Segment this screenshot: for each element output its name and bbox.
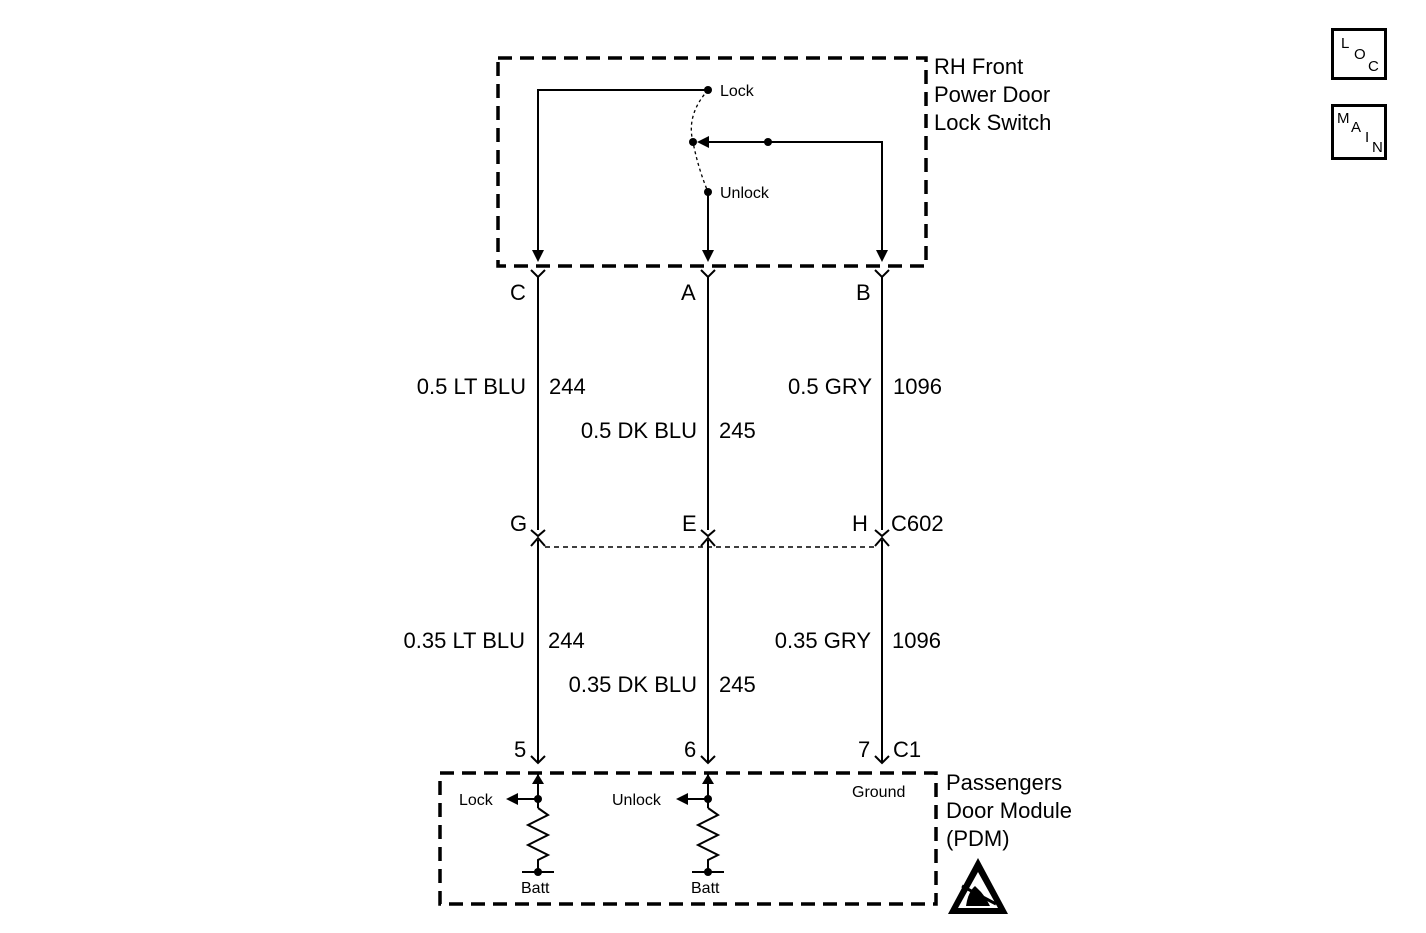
chevron-h-upper: [874, 529, 890, 538]
pdm-batt1-label: Batt: [521, 880, 550, 897]
arrow-left-blade: [697, 136, 709, 148]
wire-1096-upper-circuit: 1096: [893, 374, 942, 399]
pin-h-label: H: [852, 511, 868, 536]
arrow-down-a: [702, 250, 714, 262]
loc-letter-l: L: [1341, 35, 1350, 52]
chevron-c-top: [530, 269, 546, 279]
wire-245-lower-color: 0.35 DK BLU: [569, 672, 697, 697]
blade-pivot-dot: [689, 138, 697, 146]
switch-title-line1: RH Front: [934, 54, 1023, 79]
pdm-lock-resistor: [525, 807, 551, 872]
main-letter-n: N: [1372, 139, 1383, 156]
arrow-left-unlock: [676, 793, 688, 805]
wire-244-lower-circuit: 244: [548, 628, 585, 653]
arrow-up-5: [532, 774, 544, 784]
main-button-icon[interactable]: M A I N: [1331, 104, 1387, 160]
pin-6-label: 6: [684, 737, 696, 762]
pdm-batt2-node: [704, 868, 712, 876]
pin-b-label: B: [856, 280, 871, 305]
switch-component-box: [496, 56, 928, 268]
wire-244-upper-color: 0.5 LT BLU: [417, 374, 526, 399]
switch-common-path: [700, 141, 883, 260]
pdm-title-line3: (PDM): [946, 826, 1010, 851]
main-letter-i: I: [1365, 129, 1370, 146]
pdm-title-line2: Door Module: [946, 798, 1072, 823]
chevron-g-upper: [530, 529, 546, 538]
chevron-g-lower: [530, 536, 546, 547]
chevron-h-lower: [874, 536, 890, 547]
pdm-unlock-label: Unlock: [612, 792, 662, 809]
wire-1096-lower-circuit: 1096: [892, 628, 941, 653]
chevron-e-lower: [700, 536, 716, 547]
pdm-ground-label: Ground: [852, 784, 905, 801]
wire-244-lower-color: 0.35 LT BLU: [404, 628, 525, 653]
pdm-title-line1: Passengers: [946, 770, 1062, 795]
pin-e-label: E: [682, 511, 697, 536]
common-junction-dot: [764, 138, 772, 146]
pin-7-label: 7: [858, 737, 870, 762]
switch-title-line3: Lock Switch: [934, 110, 1051, 135]
switch-lock-path: [537, 89, 708, 260]
wire-245-upper-color: 0.5 DK BLU: [581, 418, 697, 443]
pdm-batt1-node: [534, 868, 542, 876]
c602-label: C602: [891, 511, 944, 536]
arrow-down-b: [876, 250, 888, 262]
pdm-unlock-resistor: [695, 807, 721, 872]
wire-245-upper-circuit: 245: [719, 418, 756, 443]
pdm-component-box: [438, 771, 938, 906]
arrow-down-c: [532, 250, 544, 262]
loc-button-icon[interactable]: L O C: [1331, 28, 1387, 80]
pin-c-label: C: [510, 280, 526, 305]
switch-title-line2: Power Door: [934, 82, 1050, 107]
loc-letter-c: C: [1368, 58, 1379, 75]
pin-a-label: A: [681, 280, 696, 305]
chevron-6: [700, 755, 716, 765]
chevron-b-top: [874, 269, 890, 279]
switch-unlock-label: Unlock: [720, 185, 770, 202]
main-letter-a: A: [1351, 119, 1362, 136]
pdm-lock-label: Lock: [459, 792, 494, 809]
pin-5-label: 5: [514, 737, 526, 762]
switch-lock-label: Lock: [720, 83, 755, 100]
esd-warning-icon: [948, 858, 1008, 914]
wire-1096-upper-color: 0.5 GRY: [788, 374, 872, 399]
chevron-a-top: [700, 269, 716, 279]
pdm-batt2-label: Batt: [691, 880, 720, 897]
chevron-e-upper: [700, 529, 716, 538]
loc-letter-o: O: [1354, 46, 1366, 63]
c1-label: C1: [893, 737, 921, 762]
arrow-up-6: [702, 774, 714, 784]
wire-1096-lower-color: 0.35 GRY: [775, 628, 872, 653]
arrow-left-lock: [506, 793, 518, 805]
chevron-7: [874, 755, 890, 765]
pin-g-label: G: [510, 511, 527, 536]
chevron-5: [530, 755, 546, 765]
main-letter-m: M: [1337, 110, 1350, 127]
wire-245-lower-circuit: 245: [719, 672, 756, 697]
wire-244-upper-circuit: 244: [549, 374, 586, 399]
